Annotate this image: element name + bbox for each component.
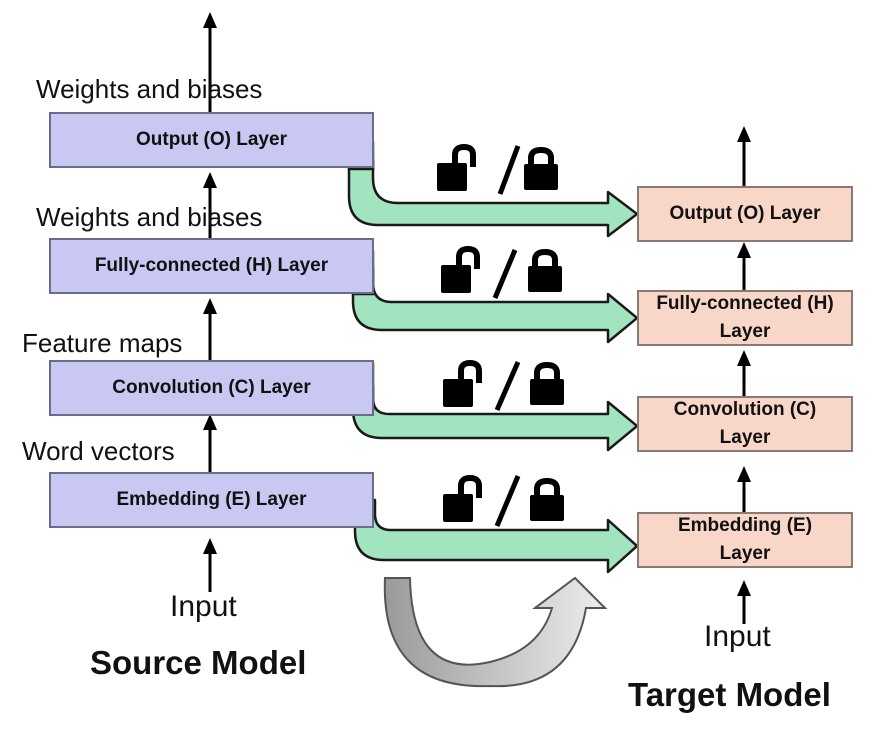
- target-input-label: Input: [704, 620, 771, 653]
- transfer-arrow-emb: [353, 498, 639, 574]
- edge-label-word-vectors: Word vectors: [22, 436, 175, 466]
- target-conv-layer: Convolution (C) Layer: [637, 396, 853, 452]
- padlock-icons: [437, 143, 564, 527]
- source-fc-layer: Fully-connected (H) Layer: [49, 238, 374, 294]
- unlocked-padlock-icon: [441, 245, 480, 293]
- locked-padlock-icon: [530, 477, 564, 521]
- locked-padlock-icon: [530, 361, 564, 405]
- unlocked-padlock-icon: [443, 359, 482, 407]
- target-fc-layer: Fully-connected (H) Layer: [637, 290, 853, 346]
- source-model-title: Source Model: [90, 644, 307, 681]
- target-output-layer: Output (O) Layer: [637, 186, 853, 242]
- target-emb-layer: Embedding (E) Layer: [637, 512, 853, 568]
- edge-label-weights-top: Weights and biases: [36, 74, 263, 104]
- transfer-arrow-fc: [351, 266, 639, 344]
- slash: [497, 145, 521, 195]
- transfer-arrows: [347, 158, 639, 574]
- source-conv-layer: Convolution (C) Layer: [49, 360, 374, 416]
- edge-label-weights-fc: Weights and biases: [36, 202, 263, 232]
- slash: [494, 475, 521, 527]
- slash: [492, 249, 518, 299]
- locked-padlock-icon: [528, 248, 562, 292]
- edge-label-feature-maps: Feature maps: [22, 328, 183, 358]
- transfer-arrow-conv: [351, 384, 639, 452]
- transfer-arrow-output: [347, 158, 639, 238]
- source-arrowheads: [203, 12, 217, 554]
- source-emb-layer: Embedding (E) Layer: [49, 472, 374, 528]
- source-input-label: Input: [170, 590, 237, 623]
- target-model-title: Target Model: [628, 676, 831, 713]
- source-output-layer: Output (O) Layer: [49, 112, 374, 168]
- curved-return-arrow: [383, 576, 608, 688]
- target-arrowheads: [737, 126, 751, 596]
- unlocked-padlock-icon: [437, 143, 476, 191]
- unlocked-padlock-icon: [443, 474, 482, 522]
- slash: [494, 360, 521, 412]
- locked-padlock-icon: [524, 146, 558, 190]
